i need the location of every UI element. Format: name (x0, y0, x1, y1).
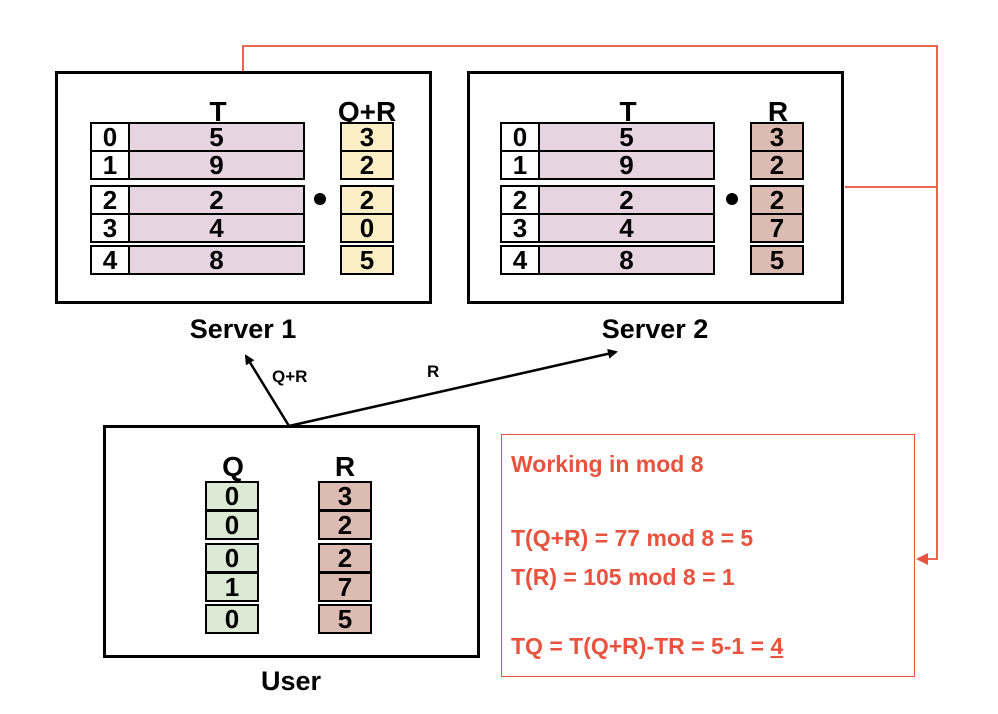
server2-label: Server 2 (601, 314, 709, 344)
server2-vector-cell: 3 (750, 122, 804, 152)
user-q-cell: 1 (205, 572, 259, 602)
server1-t-cell: 2 (128, 185, 305, 215)
note-result-line: TQ = T(Q+R)-TR = 5-1 = 4 (511, 635, 783, 658)
server2-t-cell: 2 (538, 185, 715, 215)
note-t-q-plus-r-line: T(Q+R) = 77 mod 8 = 5 (511, 525, 754, 551)
user-r-cell: 3 (318, 481, 372, 511)
user-r-cell: 2 (318, 510, 372, 540)
server1-t-header: T (209, 96, 227, 127)
note-t-r-line: T(R) = 105 mod 8 = 1 (511, 564, 735, 590)
user-q-cell: 0 (205, 510, 259, 540)
server1-vector-cell: 2 (340, 185, 394, 215)
user-r-cell: 2 (318, 543, 372, 573)
server2-t-cell: 8 (538, 245, 715, 275)
user-label: User (260, 666, 322, 696)
user-q-cell: 0 (205, 604, 259, 634)
server2-vector-header: R (767, 96, 789, 127)
server2-index-cell: 2 (500, 185, 540, 215)
user-r-cell: 7 (318, 572, 372, 602)
note-result-answer: 4 (770, 633, 784, 659)
server2-index-cell: 0 (500, 122, 540, 152)
user-q-cell: 0 (205, 543, 259, 573)
server1-index-cell: 0 (90, 122, 130, 152)
server2-index-cell: 4 (500, 245, 540, 275)
arrow-label-q-plus-r: Q+R (272, 367, 308, 386)
server2-vector-cell: 5 (750, 245, 804, 275)
server2-vector-cell: 2 (750, 150, 804, 180)
server2-t-cell: 9 (538, 150, 715, 180)
arrow-label-r: R (427, 362, 440, 381)
server2-t-cell: 4 (538, 213, 715, 243)
server2-index-cell: 3 (500, 213, 540, 243)
arrow-to-server2 (288, 348, 618, 428)
server2-vector-cell: 7 (750, 213, 804, 243)
server1-vector-cell: 2 (340, 150, 394, 180)
note-result-expression: TQ = T(Q+R)-TR = 5-1 = (511, 633, 771, 659)
server1-vector-header: Q+R (337, 96, 397, 127)
result-connector (242, 45, 938, 565)
user-box (103, 425, 480, 658)
user-q-cell: 0 (205, 481, 259, 511)
server1-vector-cell: 5 (340, 245, 394, 275)
server1-index-cell: 3 (90, 213, 130, 243)
user-r-cell: 5 (318, 604, 372, 634)
server1-index-cell: 4 (90, 245, 130, 275)
server1-index-cell: 1 (90, 150, 130, 180)
server2-t-cell: 5 (538, 122, 715, 152)
user-q-header: Q (222, 451, 244, 482)
server1-label: Server 1 (189, 314, 297, 344)
server1-t-cell: 9 (128, 150, 305, 180)
server2-index-cell: 1 (500, 150, 540, 180)
server1-vector-cell: 0 (340, 213, 394, 243)
server1-t-cell: 5 (128, 122, 305, 152)
server2-vector-cell: 2 (750, 185, 804, 215)
user-r-header: R (334, 451, 356, 482)
server1-vector-cell: 3 (340, 122, 394, 152)
server1-t-cell: 8 (128, 245, 305, 275)
dot-product-symbol (314, 193, 326, 205)
server1-index-cell: 2 (90, 185, 130, 215)
dot-product-symbol (726, 193, 738, 205)
arrow-to-server1 (244, 354, 291, 427)
note-modulus-line: Working in mod 8 (511, 451, 704, 477)
server1-t-cell: 4 (128, 213, 305, 243)
server2-t-header: T (619, 96, 637, 127)
result-note-box (501, 434, 915, 677)
